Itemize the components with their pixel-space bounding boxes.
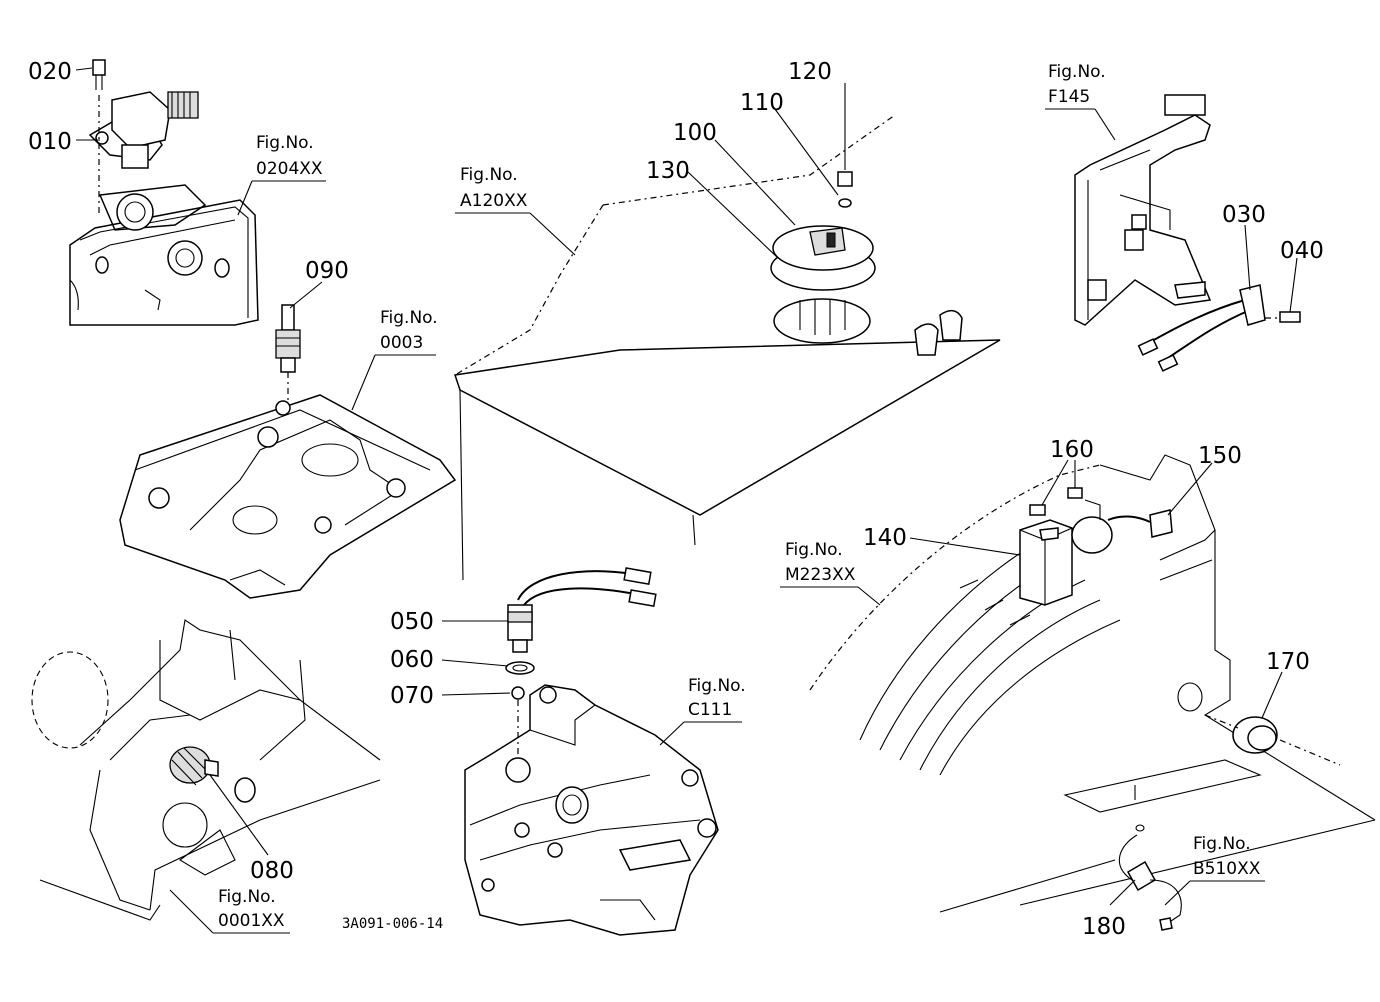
- part-label-080: 080: [250, 858, 294, 884]
- part-label-020: 020: [28, 59, 72, 85]
- valve-body-c111: [464, 567, 719, 936]
- fig-ref-caption-5: Fig.No.: [218, 887, 276, 907]
- fig-ref-caption-4: Fig.No.: [1048, 62, 1106, 82]
- part-label-090: 090: [305, 258, 349, 284]
- document-code: 3A091-006-14: [342, 916, 443, 932]
- part-label-110: 110: [740, 90, 784, 116]
- fig-ref-0204XX: 0204XX: [256, 159, 323, 179]
- part-label-120: 120: [788, 59, 832, 85]
- fig-ref-caption-2: Fig.No.: [380, 308, 438, 328]
- part-label-010: 010: [28, 129, 72, 155]
- fig-ref-M223XX: M223XX: [785, 565, 856, 585]
- part-label-160: 160: [1050, 437, 1094, 463]
- fig-ref-0001XX: 0001XX: [218, 911, 285, 931]
- fig-ref-caption-7: Fig.No.: [785, 540, 843, 560]
- fig-ref-caption-8: Fig.No.: [1193, 834, 1251, 854]
- sensor-assembly-010: [69, 59, 259, 326]
- bracket-assembly-f145: [1074, 94, 1301, 372]
- part-label-070: 070: [390, 683, 434, 709]
- fig-ref-caption-3: Fig.No.: [460, 165, 518, 185]
- fender-assembly-m223: [809, 454, 1376, 931]
- fig-ref-C111: C111: [688, 700, 732, 720]
- part-label-170: 170: [1266, 649, 1310, 675]
- part-label-150: 150: [1198, 443, 1242, 469]
- part-label-140: 140: [863, 525, 907, 551]
- fig-ref-F145: F145: [1048, 87, 1090, 107]
- fig-ref-caption-6: Fig.No.: [688, 676, 746, 696]
- temperature-switch-090: [275, 304, 301, 410]
- fuel-level-sensor-assembly: [454, 114, 1001, 581]
- oil-pressure-switch-080: [31, 619, 381, 921]
- part-label-180: 180: [1082, 914, 1126, 940]
- part-label-050: 050: [390, 609, 434, 635]
- fig-ref-caption: Fig.No.: [256, 133, 314, 153]
- part-label-030: 030: [1222, 202, 1266, 228]
- part-label-060: 060: [390, 647, 434, 673]
- fig-ref-A120XX: A120XX: [460, 191, 528, 211]
- part-label-130: 130: [646, 158, 690, 184]
- cylinder-head: [119, 394, 457, 599]
- part-label-100: 100: [673, 120, 717, 146]
- fig-ref-B510XX: B510XX: [1193, 859, 1261, 879]
- part-label-040: 040: [1280, 238, 1324, 264]
- fig-ref-0003: 0003: [380, 333, 423, 353]
